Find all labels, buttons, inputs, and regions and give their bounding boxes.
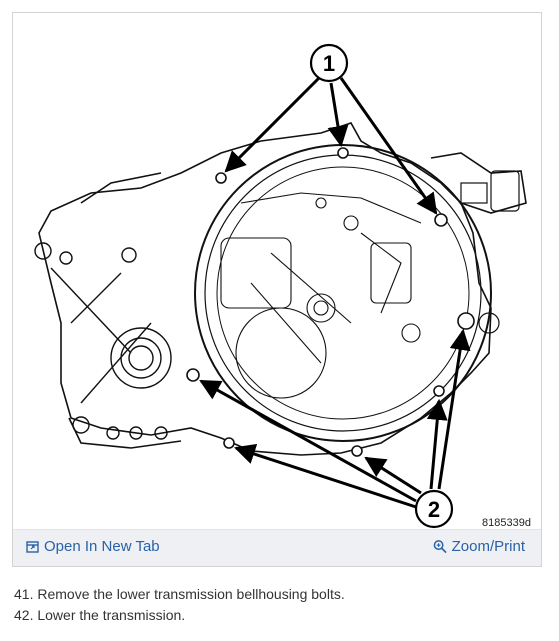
zoom-print-label: Zoom/Print bbox=[451, 538, 525, 555]
zoom-print-button[interactable]: Zoom/Print bbox=[433, 538, 525, 555]
open-in-new-tab-button[interactable]: Open In New Tab bbox=[25, 538, 160, 555]
open-in-new-tab-label: Open In New Tab bbox=[44, 538, 160, 555]
transmission-drawing: 1 2 bbox=[34, 43, 527, 529]
callout-1-circle bbox=[309, 43, 349, 83]
callout-2-circle bbox=[414, 489, 454, 529]
callout-1-arrows bbox=[224, 76, 438, 215]
figure-toolbar: Open In New Tab Zoom/Print bbox=[13, 529, 541, 566]
right-connector bbox=[460, 170, 520, 334]
instruction-steps: 41. Remove the lower transmission bellho… bbox=[14, 584, 544, 626]
figure-id: 8185339d bbox=[482, 517, 531, 529]
magnifier-icon bbox=[433, 540, 447, 554]
instruction-step: 42. Lower the transmission. bbox=[14, 607, 186, 623]
instruction-step: 41. Remove the lower transmission bellho… bbox=[14, 586, 345, 602]
callout-2-arrows bbox=[199, 328, 471, 509]
callout-1-label: 1 bbox=[323, 51, 335, 76]
left-mount bbox=[34, 242, 172, 440]
internal-details bbox=[220, 192, 422, 399]
external-window-icon bbox=[25, 540, 39, 554]
callout-2-label: 2 bbox=[428, 497, 440, 522]
figure-frame: 1 2 8185339d Open In New Tab Zoom/Print bbox=[12, 12, 542, 567]
